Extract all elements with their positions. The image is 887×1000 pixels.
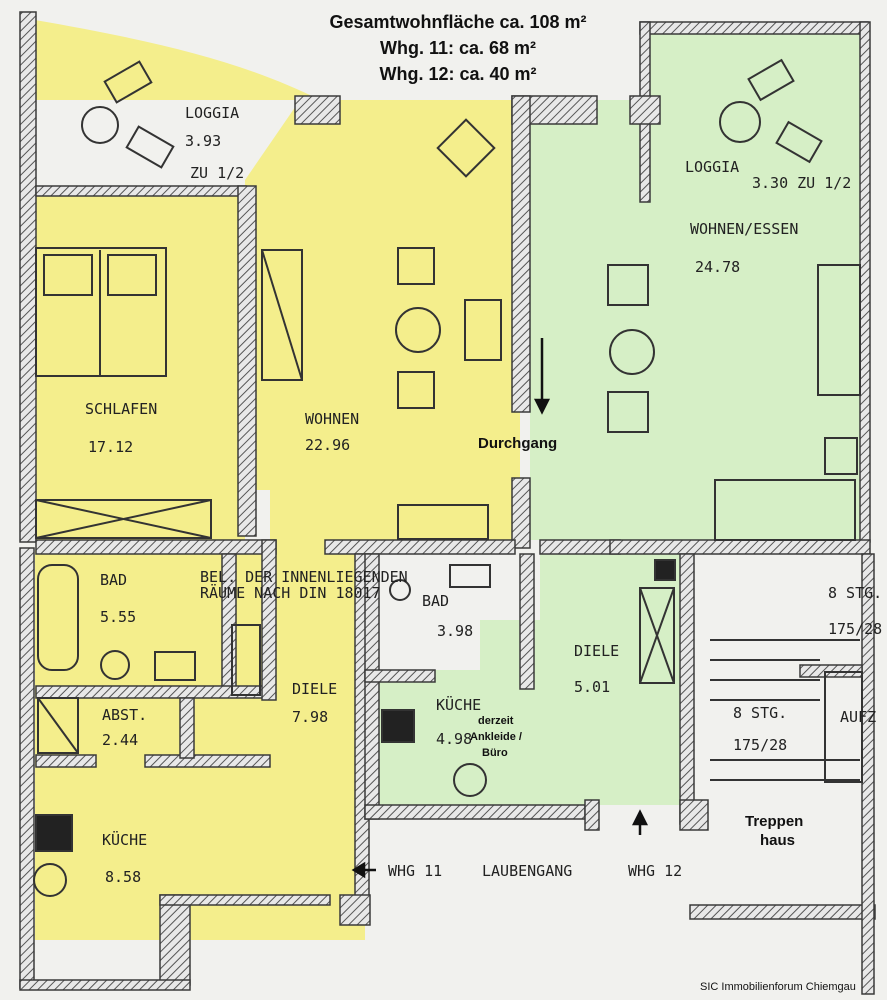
whg12-area <box>375 30 860 805</box>
stair-top-steps: 8 STG. <box>828 584 882 602</box>
arrows <box>351 338 649 879</box>
room-diele-right-name: DIELE <box>574 642 619 660</box>
room-schlafen-area: 17.12 <box>88 438 133 456</box>
room-wohnen-area: 22.96 <box>305 436 350 454</box>
stair-top-ratio: 175/28 <box>828 620 882 638</box>
furniture <box>33 58 863 897</box>
room-loggia-right-area: 3.30 ZU 1/2 <box>752 174 851 192</box>
room-diele-left-name: DIELE <box>292 680 337 698</box>
room-wohnen-essen-name: WOHNEN/ESSEN <box>690 220 798 238</box>
room-kueche-mid-note2: Ankleide / <box>470 731 522 743</box>
room-kueche-mid-note1: derzeit <box>478 715 514 727</box>
aufzug-label: AUFZ <box>840 708 876 726</box>
room-schlafen-name: SCHLAFEN <box>85 400 157 418</box>
walls <box>19 11 876 995</box>
room-abst-area: 2.44 <box>102 731 138 749</box>
whg11-label: WHG 11 <box>388 862 442 880</box>
room-bad-mid-name: BAD <box>422 592 449 610</box>
room-bad-left-area: 5.55 <box>100 608 136 626</box>
room-bad-mid-area: 3.98 <box>437 622 473 640</box>
treppenhaus-line2: haus <box>760 832 795 849</box>
whg12-label: WHG 12 <box>628 862 682 880</box>
ventilation-note-line1: BEL. DER INNENLIEGENDEN <box>200 568 408 586</box>
room-loggia-right-name: LOGGIA <box>685 158 739 176</box>
whg11-area-title: Whg. 11: ca. 68 m² <box>380 38 536 58</box>
room-bad-left-name: BAD <box>100 571 127 589</box>
room-loggia-left-area: 3.93 <box>185 132 221 150</box>
stair-bottom-steps: 8 STG. <box>733 704 787 722</box>
room-kueche-left-name: KÜCHE <box>102 830 147 849</box>
stair-bottom-ratio: 175/28 <box>733 736 787 754</box>
laubengang-label: LAUBENGANG <box>482 862 572 880</box>
room-kueche-mid-name: KÜCHE <box>436 695 481 714</box>
room-wohnen-name: WOHNEN <box>305 410 359 428</box>
total-area-title: Gesamtwohnfläche ca. 108 m² <box>329 12 586 32</box>
room-wohnen-essen-area: 24.78 <box>695 258 740 276</box>
room-loggia-left-name: LOGGIA <box>185 104 239 122</box>
room-loggia-left-share: ZU 1/2 <box>190 164 244 182</box>
room-kueche-left-area: 8.58 <box>105 868 141 886</box>
room-abst-name: ABST. <box>102 706 147 724</box>
whg12-area-title: Whg. 12: ca. 40 m² <box>379 64 536 84</box>
treppenhaus-line1: Treppen <box>745 813 803 830</box>
ventilation-note-line2: RÄUME NACH DIN 18017 <box>200 583 381 602</box>
room-diele-left-area: 7.98 <box>292 708 328 726</box>
room-kueche-mid-note3: Büro <box>482 747 508 759</box>
room-kueche-mid-area: 4.98 <box>436 730 472 748</box>
room-diele-right-area: 5.01 <box>574 678 610 696</box>
watermark: SIC Immobilienforum Chiemgau <box>700 981 856 993</box>
durchgang-label: Durchgang <box>478 435 557 452</box>
